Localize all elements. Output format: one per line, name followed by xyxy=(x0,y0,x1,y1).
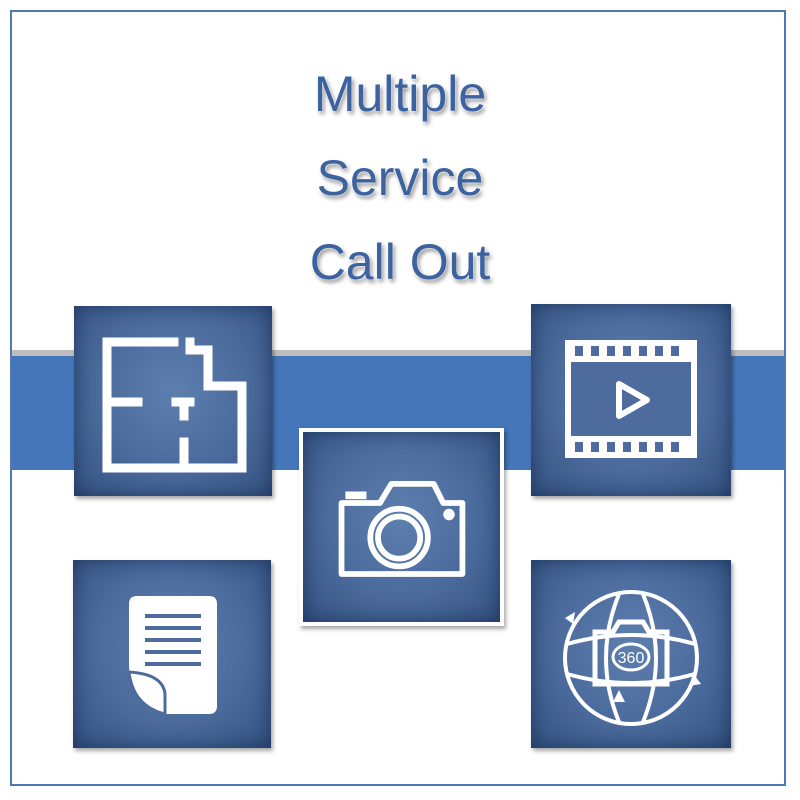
document-icon xyxy=(127,596,217,716)
camera-icon xyxy=(338,480,466,577)
photography-tile[interactable] xyxy=(299,428,504,626)
virtual-tour-tile[interactable]: 360 xyxy=(531,560,731,748)
360-label: 360 xyxy=(618,650,645,667)
video-tile[interactable] xyxy=(531,304,731,496)
page-title: Multiple Service Call Out xyxy=(0,52,800,304)
title-line-2: Service xyxy=(316,150,484,206)
floor-plan-tile[interactable] xyxy=(74,306,272,496)
document-tile[interactable] xyxy=(73,560,271,748)
floor-plan-icon xyxy=(102,337,247,473)
title-line-3: Call Out xyxy=(309,234,491,290)
film-play-icon xyxy=(565,340,697,458)
title-line-1: Multiple xyxy=(313,66,487,122)
360-camera-icon: 360 xyxy=(563,590,701,726)
